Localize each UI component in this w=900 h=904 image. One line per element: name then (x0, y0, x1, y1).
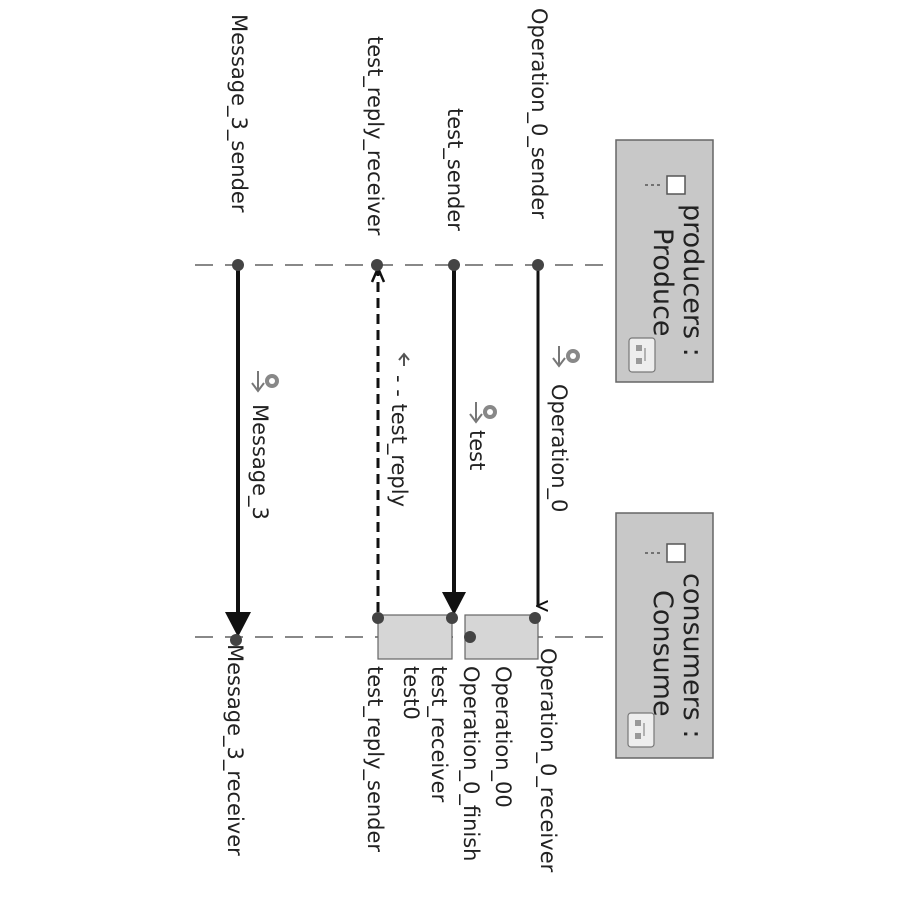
message-test[interactable] (442, 259, 466, 624)
lifeline-icon (645, 175, 686, 195)
producers-name: Produce (647, 228, 678, 337)
message-operation-0[interactable] (464, 259, 544, 643)
consumers-title: consumers : (677, 573, 708, 738)
operation-icon (469, 402, 497, 424)
operation-icon (251, 371, 279, 393)
label-operation-0-sender: Operation_0_sender (526, 8, 551, 219)
component-icon (628, 337, 656, 373)
label-operation-00: Operation_00 (490, 666, 515, 808)
execution-box-test[interactable] (377, 614, 453, 660)
label-message-3-receiver: Message_3_receiver (222, 644, 247, 856)
return-arrow-icon (398, 352, 410, 366)
label-operation-0-receiver: Operation_0_receiver (535, 648, 560, 873)
message-message-3[interactable] (225, 259, 251, 646)
consumers-name: Consume (647, 590, 678, 717)
participant-producers[interactable] (615, 139, 714, 383)
component-icon (627, 712, 655, 748)
label-operation-0-finish: Operation_0_finish (458, 666, 483, 862)
label-test-reply: - - test_reply (386, 375, 411, 507)
label-message-3: Message_3 (247, 404, 272, 520)
label-message-3-sender: Message_3_sender (226, 14, 251, 213)
label-operation-0: Operation_0 (546, 384, 571, 512)
operation-icon (552, 346, 580, 368)
label-test-sender: test_sender (442, 108, 467, 231)
message-test-reply[interactable] (370, 259, 386, 624)
lifeline-icon (645, 543, 686, 563)
participant-consumers[interactable] (615, 512, 714, 759)
label-test: test (465, 430, 489, 470)
label-test-reply-receiver: test_reply_receiver (362, 36, 387, 236)
label-test-reply-text: test_reply (386, 404, 411, 508)
label-test-reply-sender: test_reply_sender (362, 666, 387, 852)
label-test-receiver: test_receiver (426, 666, 451, 803)
label-test0: test0 (399, 666, 423, 720)
producers-title: producers : (677, 204, 708, 357)
